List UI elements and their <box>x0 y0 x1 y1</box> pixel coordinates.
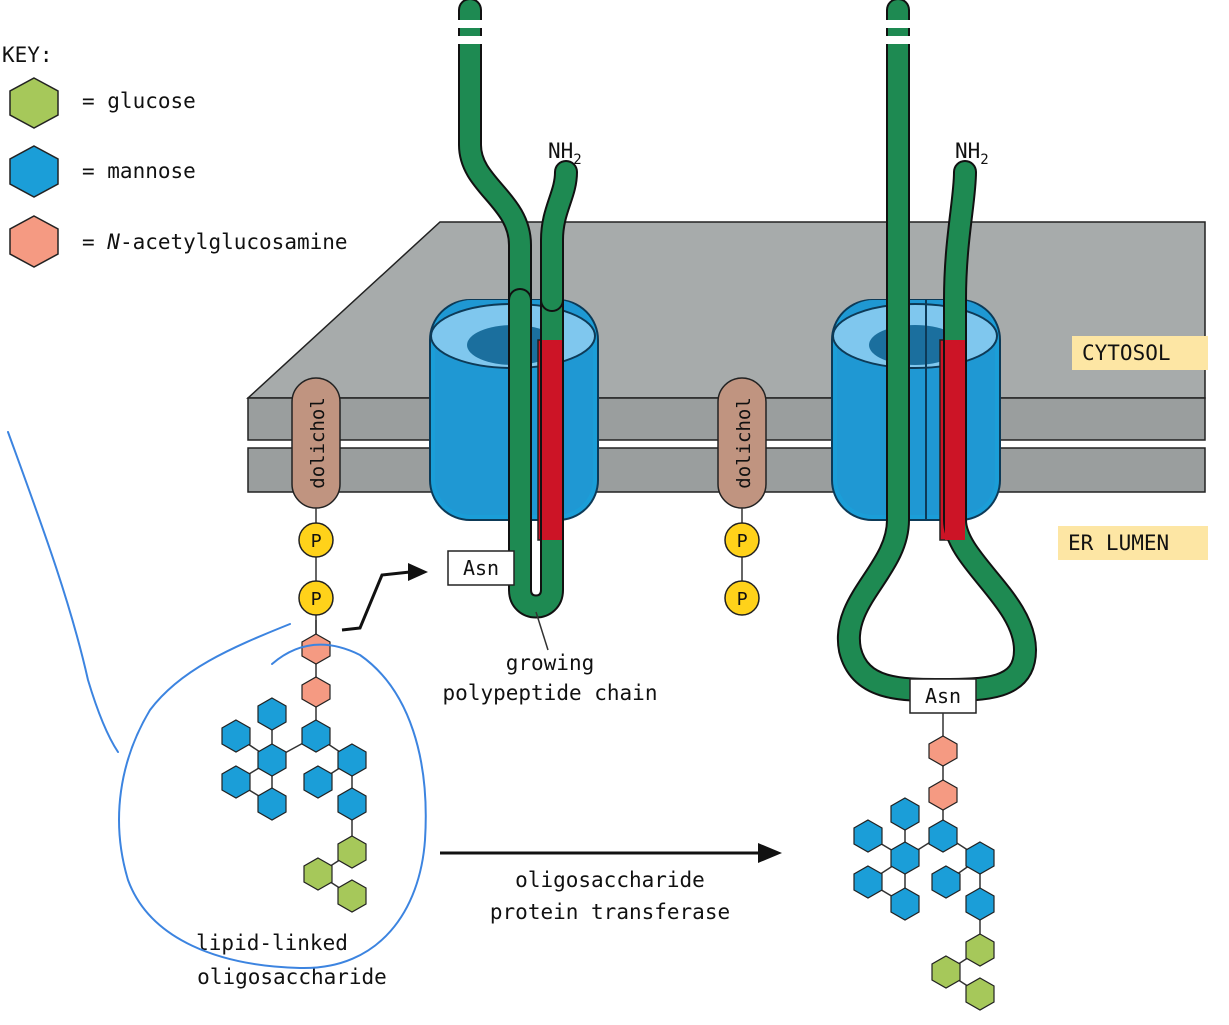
key-legend: KEY: = glucose = mannose = N-acetylgluco… <box>2 43 348 268</box>
polypeptide-right <box>836 0 1038 703</box>
nacetylglucosamine-icon <box>928 779 958 811</box>
dolichol-anchor-left: dolichol P P <box>291 377 341 660</box>
mannose-key-icon <box>9 145 59 198</box>
nacetylglucosamine-key-label: = N-acetylglucosamine <box>82 230 348 254</box>
growing-chain-label-line2: polypeptide chain <box>443 681 658 705</box>
lipid-linked-label-line2: oligosaccharide <box>197 965 387 989</box>
mannose-icon <box>221 719 251 753</box>
nh2-label-left: NH2 <box>548 139 582 168</box>
hand-drawn-annotation <box>7 431 427 970</box>
mannose-icon <box>221 765 251 799</box>
asn-label-left: Asn <box>463 556 499 580</box>
mannose-icon <box>257 787 287 821</box>
glucose-icon <box>303 857 333 891</box>
transfer-arrow <box>341 563 428 632</box>
nacetylglucosamine-key-icon <box>9 215 59 268</box>
mannose-icon <box>337 787 367 821</box>
mannose-icon <box>890 887 920 921</box>
growing-chain-label-line1: growing <box>506 651 595 675</box>
dolichol-label-right: dolichol <box>733 397 755 489</box>
phosphate-label-right-2: P <box>737 589 748 610</box>
nh2-label-right: NH2 <box>955 139 989 168</box>
mannose-icon <box>337 743 367 777</box>
key-title: KEY: <box>2 43 53 67</box>
glucose-icon <box>965 933 995 967</box>
mannose-icon <box>928 819 958 853</box>
mannose-icon <box>301 719 331 753</box>
mannose-icon <box>890 797 920 831</box>
mannose-icon <box>853 819 883 853</box>
phosphate-label-left-2: P <box>311 589 322 610</box>
protein-linked-oligosaccharide <box>853 713 995 1011</box>
dolichol-anchor-right: dolichol P P <box>717 377 767 616</box>
asn-box-left <box>447 550 515 586</box>
nacetylglucosamine-icon <box>301 676 331 708</box>
mannose-icon <box>257 743 287 777</box>
mannose-icon <box>853 865 883 899</box>
asn-label-right: Asn <box>925 684 961 708</box>
mannose-icon <box>257 697 287 731</box>
polypeptide-left <box>458 0 578 619</box>
mannose-icon <box>890 841 920 875</box>
lipid-linked-oligosaccharide <box>221 620 367 913</box>
glucose-icon <box>337 835 367 869</box>
glucose-key-icon <box>9 77 59 129</box>
nacetylglucosamine-icon <box>301 633 331 665</box>
phosphate-label-left-1: P <box>311 531 322 552</box>
dolichol-label-left: dolichol <box>307 397 329 489</box>
glucose-icon <box>931 955 961 989</box>
mannose-icon <box>303 765 333 799</box>
enzyme-reaction-arrow <box>440 843 782 863</box>
glucose-key-label: = glucose <box>82 89 196 113</box>
membrane-top-surface <box>246 221 1206 399</box>
mannose-key-label: = mannose <box>82 159 196 183</box>
enzyme-label-line1: oligosaccharide <box>515 868 705 892</box>
glucose-icon <box>965 977 995 1011</box>
cytosol-label: CYTOSOL <box>1082 341 1171 365</box>
lipid-linked-label-line1: lipid-linked <box>196 931 348 955</box>
mannose-icon <box>965 887 995 921</box>
nacetylglucosamine-icon <box>928 735 958 767</box>
translocon-right <box>831 299 1001 541</box>
enzyme-label-line2: protein transferase <box>490 900 730 924</box>
er-lumen-label: ER LUMEN <box>1068 531 1169 555</box>
phosphate-label-right-1: P <box>737 531 748 552</box>
glucose-icon <box>337 879 367 913</box>
mannose-icon <box>965 841 995 875</box>
mannose-icon <box>931 865 961 899</box>
